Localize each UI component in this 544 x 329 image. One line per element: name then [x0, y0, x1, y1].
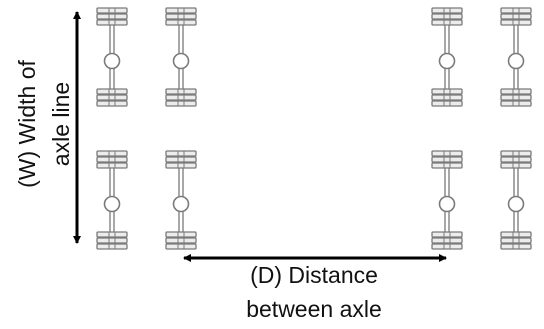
axle-bottom-3 [431, 150, 463, 250]
axle-top-2 [165, 7, 197, 107]
axle-top-3 [431, 7, 463, 107]
axle-bottom-1 [96, 150, 128, 250]
distance-label-line2: between axle [246, 296, 382, 322]
width-label-line2: axle line [48, 82, 74, 166]
axle-top-1 [96, 7, 128, 107]
width-label-line1: (W) Width of [14, 60, 40, 188]
distance-label-line1: (D) Distance [250, 262, 378, 288]
axle-top-4 [500, 7, 532, 107]
axle-bottom-4 [500, 150, 532, 250]
axle-bottom-2 [165, 150, 197, 250]
